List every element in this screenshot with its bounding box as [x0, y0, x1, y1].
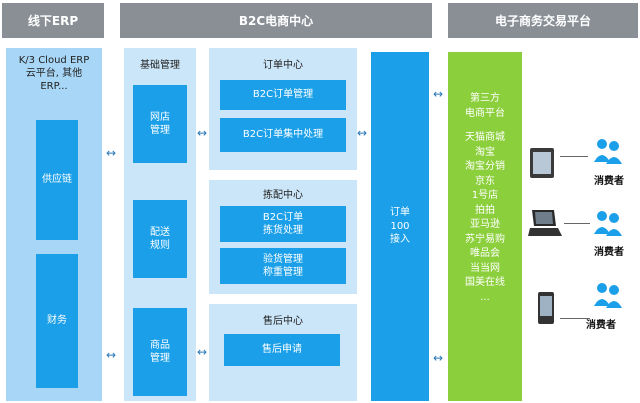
inspection-weighing-block: 验货管理 称重管理	[220, 248, 346, 284]
platform-item: 国美在线	[465, 277, 505, 288]
erp-system-text: K/3 Cloud ERP 云平台, 其他 ERP...	[18, 55, 90, 92]
arrow-basic-aftersales: ↔	[197, 345, 208, 359]
laptop-icon	[528, 208, 562, 238]
finance-block: 财务	[36, 254, 78, 388]
arrow-left-middle-top: ↔	[106, 146, 117, 160]
b2c-order-management-block: B2C订单管理	[220, 80, 346, 110]
platform-item: 当当网	[470, 262, 500, 274]
aftersales-center-panel: 售后中心 售后申请	[209, 304, 357, 401]
person-icon	[592, 208, 626, 238]
person-icon	[592, 280, 626, 310]
basic-management-panel: 基础管理 网店 管理 配送 规则 商品 管理	[124, 48, 196, 401]
platform-item: ...	[480, 291, 490, 303]
product-management-block: 商品 管理	[133, 308, 187, 396]
platform-item: 京东	[475, 175, 495, 187]
header-b2c-center: B2C电商中心	[120, 3, 432, 38]
consumer-label-3: 消费者	[586, 320, 616, 331]
delivery-rules-block: 配送 规则	[133, 200, 187, 278]
picking-center-title: 拣配中心	[263, 190, 303, 201]
platform-item: 苏宁易购	[465, 233, 505, 245]
consumers-area: 消费者 消费者 消费者	[522, 48, 638, 401]
b2c-picking-process-block: B2C订单 拣货处理	[220, 206, 346, 242]
arrow-left-middle-bottom: ↔	[106, 348, 117, 362]
header-ecommerce-platform: 电子商务交易平台	[448, 3, 638, 38]
consumer-label-2: 消费者	[594, 247, 624, 258]
arrow-middle-right-bottom: ↔	[433, 351, 444, 365]
b2c-order-central-processing-block: B2C订单集中处理	[220, 118, 346, 152]
aftersales-apply-block: 售后申请	[224, 334, 340, 366]
platform-item: 1号店	[471, 190, 499, 201]
platform-list: 天猫商城淘宝淘宝分销京东 1号店拍拍亚马逊苏宁易购唯品会当当网国美在线...	[448, 131, 522, 305]
aftersales-center-title: 售后中心	[263, 316, 303, 327]
arrow-basic-order: ↔	[197, 126, 208, 140]
platforms-title: 第三方 电商平台	[465, 93, 505, 119]
platform-item: 淘宝	[475, 146, 495, 158]
basic-management-title: 基础管理	[140, 60, 180, 71]
picking-center-panel: 拣配中心 B2C订单 拣货处理 验货管理 称重管理	[209, 180, 357, 294]
person-icon	[592, 136, 626, 166]
header-offline-erp: 线下ERP	[2, 3, 104, 38]
third-party-platforms-block: 第三方 电商平台 天猫商城淘宝淘宝分销京东 1号店拍拍亚马逊苏宁易购唯品会当当网国…	[448, 52, 522, 401]
platform-item: 淘宝分销	[465, 161, 505, 172]
shop-management-block: 网店 管理	[133, 85, 187, 163]
consumer-label-1: 消费者	[594, 176, 624, 187]
phone-icon	[538, 292, 554, 324]
platform-item: 天猫商城	[465, 132, 505, 143]
platform-item: 拍拍	[475, 204, 495, 216]
platform-item: 唯品会	[470, 248, 500, 259]
supply-chain-block: 供应链	[36, 120, 78, 240]
order-center-title: 订单中心	[263, 60, 303, 71]
order-access-block: 订单 100 接入	[371, 52, 429, 401]
offline-erp-column: K/3 Cloud ERP 云平台, 其他 ERP... 供应链 财务	[6, 48, 102, 401]
arrow-middle-right-top: ↔	[433, 87, 444, 101]
tablet-icon	[530, 148, 554, 178]
arrow-order-access: ↔	[357, 126, 368, 140]
order-center-panel: 订单中心 B2C订单管理 B2C订单集中处理	[209, 48, 357, 170]
platform-item: 亚马逊	[470, 219, 500, 230]
